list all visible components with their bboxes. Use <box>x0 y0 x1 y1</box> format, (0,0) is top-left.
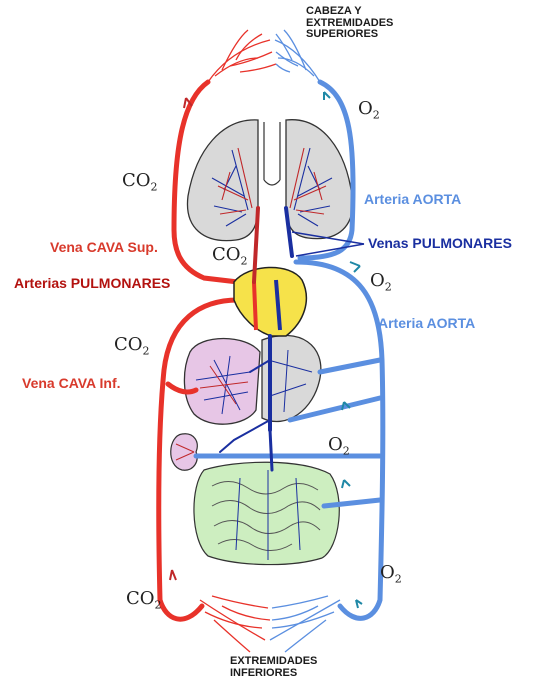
heart <box>233 266 308 337</box>
o2-label: O2 <box>370 270 392 294</box>
label-vena-cava-inf: Vena CAVA Inf. <box>22 375 121 391</box>
co2-subscript: 2 <box>142 344 150 358</box>
co2-subscript: 2 <box>150 180 158 194</box>
flow-arrows <box>169 91 363 609</box>
region-line: EXTREMIDADES <box>306 16 394 29</box>
o2-text: O <box>358 98 373 119</box>
o2-subscript: 2 <box>372 108 380 122</box>
intestines <box>193 461 340 566</box>
label-arterias-pulmonares: Arterias PULMONARES <box>14 275 171 291</box>
o2-text: O <box>328 434 343 455</box>
co2-text: CO <box>114 334 143 355</box>
o2-text: O <box>370 270 385 291</box>
pulmonary-vein-leaders <box>291 231 365 257</box>
label-aorta-upper: Arteria AORTA <box>364 191 462 207</box>
co2-text: CO <box>122 170 151 191</box>
label-vena-cava-sup: Vena CAVA Sup. <box>50 239 158 255</box>
region-label-lower-limbs: EXTREMIDADES INFERIORES <box>230 655 318 679</box>
co2-label: CO2 <box>122 170 158 194</box>
o2-subscript: 2 <box>394 572 402 586</box>
o2-label: O2 <box>328 434 350 458</box>
label-venas-pulmonares: Venas PULMONARES <box>368 235 512 251</box>
co2-text: CO <box>126 588 155 609</box>
stomach <box>261 334 322 423</box>
co2-label: CO2 <box>114 334 150 358</box>
label-aorta-lower: Arteria AORTA <box>378 315 476 331</box>
o2-text: O <box>380 562 395 583</box>
co2-label: CO2 <box>212 244 248 268</box>
great-vessels <box>219 206 294 472</box>
o2-subscript: 2 <box>384 280 392 294</box>
o2-label: O2 <box>380 562 402 586</box>
co2-subscript: 2 <box>154 598 162 612</box>
region-line: EXTREMIDADES <box>230 655 318 667</box>
liver <box>183 337 261 425</box>
co2-subscript: 2 <box>240 254 248 268</box>
region-line: INFERIORES <box>230 666 298 679</box>
region-line: SUPERIORES <box>306 28 379 41</box>
upper-capillary-network <box>207 29 321 83</box>
kidney <box>170 433 198 471</box>
o2-subscript: 2 <box>342 444 350 458</box>
region-line: CABEZA Y <box>306 5 362 17</box>
lower-capillary-network <box>199 595 341 653</box>
co2-label: CO2 <box>126 588 162 612</box>
co2-text: CO <box>212 244 241 265</box>
region-label-head-upper-limbs: CABEZA Y EXTREMIDADES SUPERIORES <box>306 5 394 41</box>
o2-label: O2 <box>358 98 380 122</box>
lungs <box>186 119 354 242</box>
blue-circuit <box>193 79 386 621</box>
